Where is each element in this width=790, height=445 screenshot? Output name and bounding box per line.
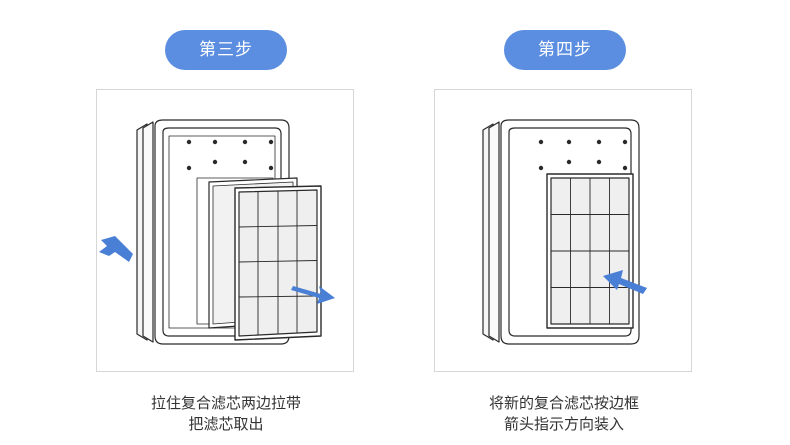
caption-line: 将新的复合滤芯按边框 [488,394,639,412]
step-three: 第三步 [96,0,356,445]
illustration-frame [434,89,692,372]
step-caption: 拉住复合滤芯两边拉带 把滤芯取出 [96,393,356,435]
arrow-in-icon [603,270,647,294]
caption-line: 箭头指示方向装入 [503,415,624,433]
caption-line: 把滤芯取出 [188,415,264,433]
step-badge: 第四步 [504,30,626,70]
step-badge: 第三步 [165,30,287,70]
step-four: 第四步 [434,0,694,445]
arrow-right-icon [291,286,335,304]
remove-filter-illustration [99,119,335,345]
install-filter-illustration [482,119,647,345]
illustration-frame [96,89,354,372]
arrow-left-icon [99,236,133,262]
step-caption: 将新的复合滤芯按边框 箭头指示方向装入 [434,393,694,435]
caption-line: 拉住复合滤芯两边拉带 [150,394,301,412]
